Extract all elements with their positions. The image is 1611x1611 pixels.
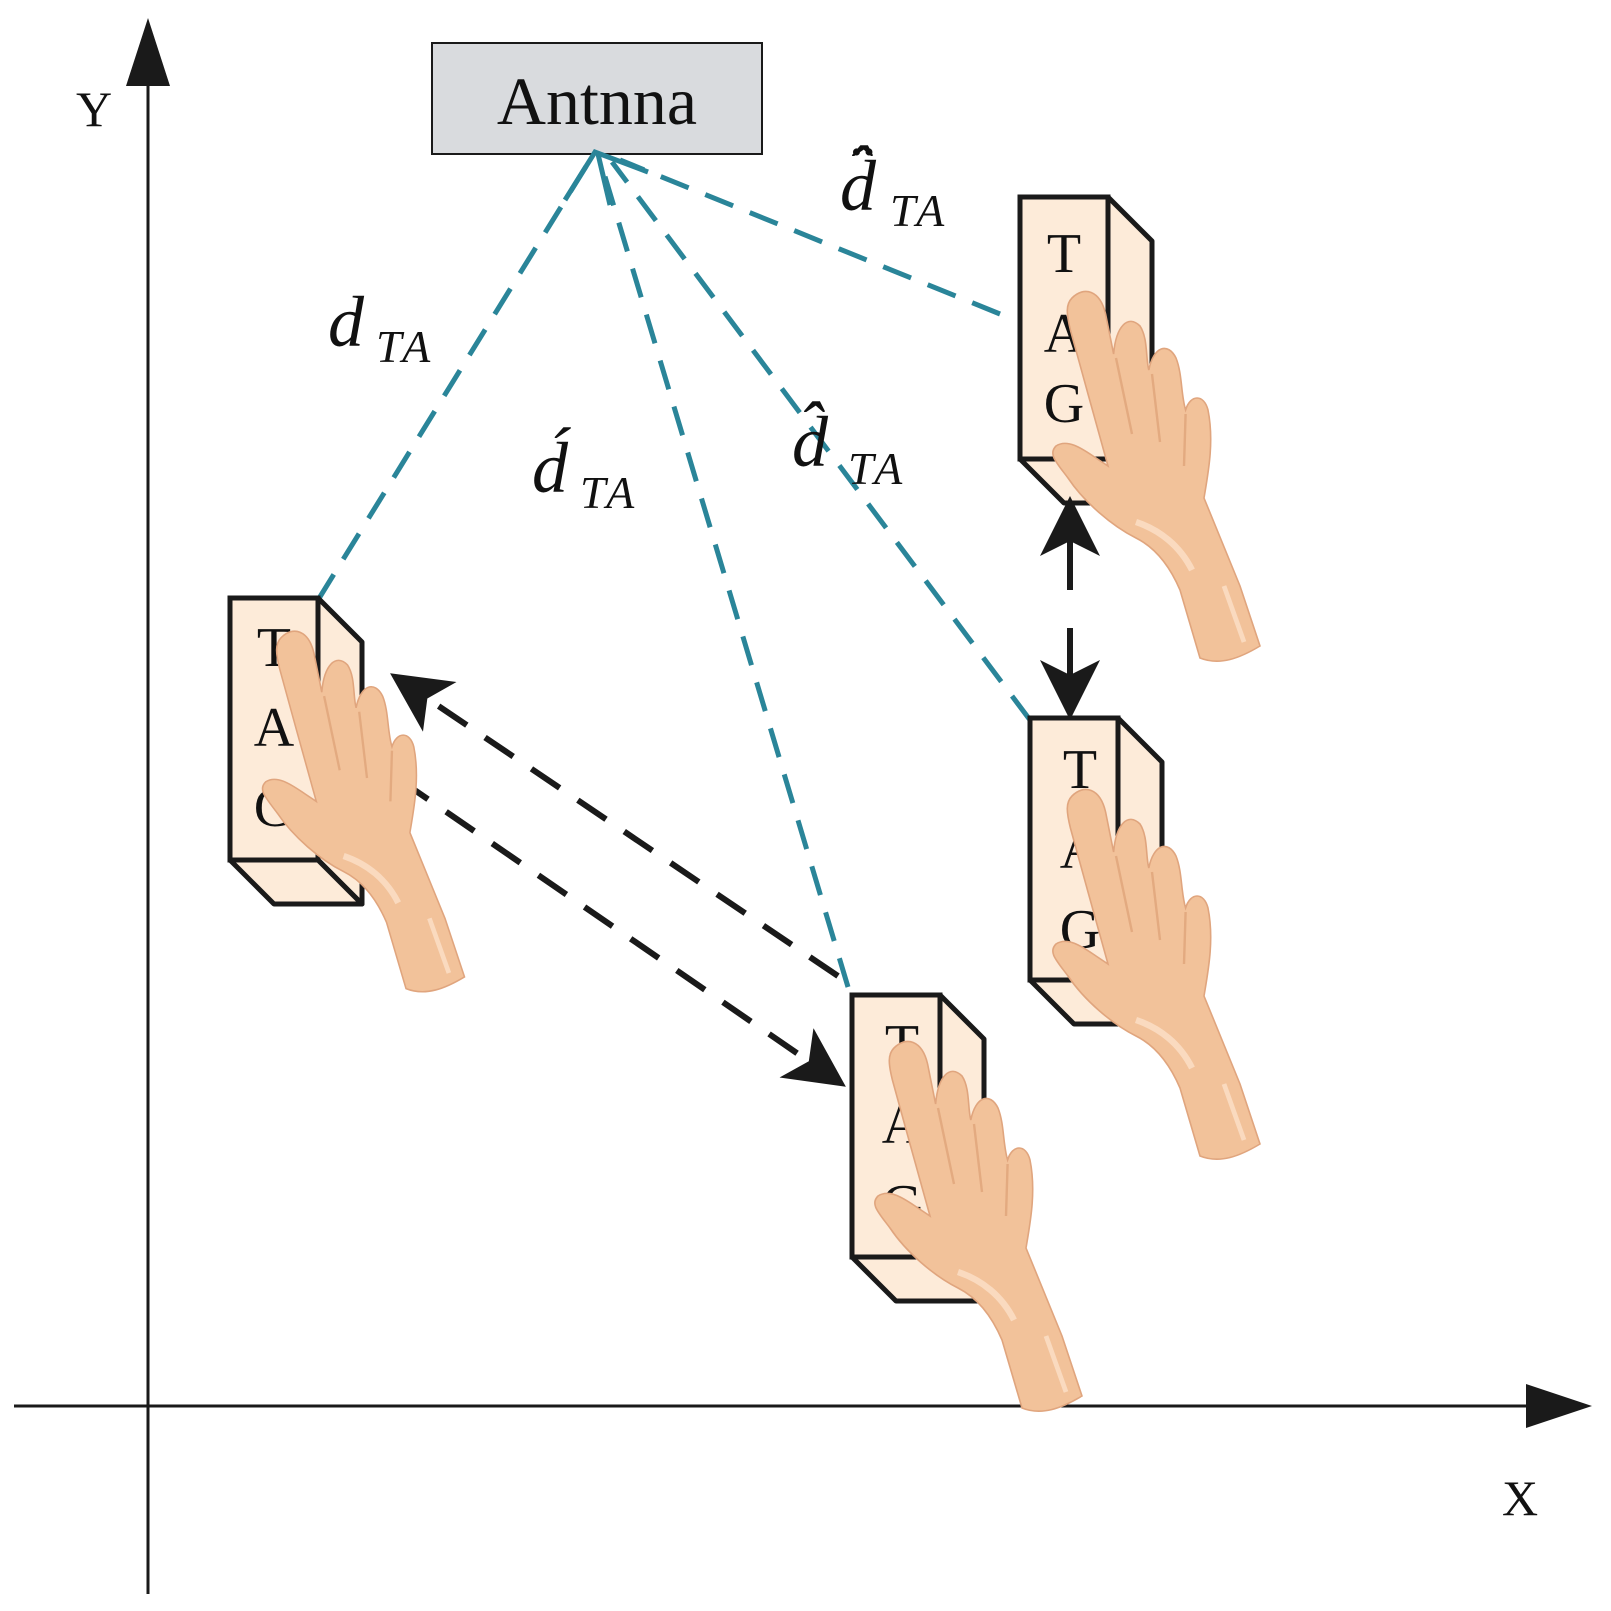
distance-d3-sub: TA (848, 443, 906, 494)
x-axis-arrowhead (1526, 1384, 1592, 1428)
distance-d3-main: d̂ (792, 401, 829, 482)
antenna-links (315, 157, 1033, 988)
distance-label-d4: d̂̈ TA (840, 145, 948, 236)
distance-d1-main: d (328, 282, 365, 362)
distance-d4-main: d̂̈ (840, 145, 877, 226)
link-tag2-antenna (619, 157, 1001, 317)
coordinate-axes: Y X (14, 18, 1592, 1594)
tag-2-letter-g: G (1044, 373, 1084, 435)
distance-label-d3: d̂ TA (792, 401, 906, 494)
distance-d1-sub: TA (376, 321, 434, 372)
y-axis-label: Y (76, 81, 112, 137)
link-tag3-antenna (597, 159, 851, 988)
arrow-tag1-to-tag3 (398, 777, 846, 1087)
antenna-link-arrowhead (562, 148, 649, 202)
link-tag1-antenna (315, 158, 593, 602)
distance-d4-sub: TA (890, 185, 948, 236)
hand-icon (1053, 291, 1260, 661)
tag-2-letter-t: T (1047, 223, 1081, 285)
antenna-label: Antnna (497, 63, 697, 139)
distance-label-d1: d TA (328, 282, 434, 372)
tag-1-letter-a: A (254, 697, 295, 759)
link-tag4-antenna (609, 160, 1033, 722)
distance-label-d2: d́ TA (532, 426, 638, 518)
movement-arrows (390, 496, 1100, 1087)
arrow-tag3-to-tag1 (390, 673, 840, 979)
x-axis-label: X (1502, 1470, 1538, 1526)
antenna-box (431, 42, 763, 155)
distance-d2-main: d́ (532, 426, 571, 508)
antenna: Antnna (431, 42, 763, 155)
y-axis-arrowhead (126, 18, 170, 86)
antenna-link-arrowhead-inner (595, 153, 613, 206)
distance-d2-sub: TA (580, 467, 638, 518)
